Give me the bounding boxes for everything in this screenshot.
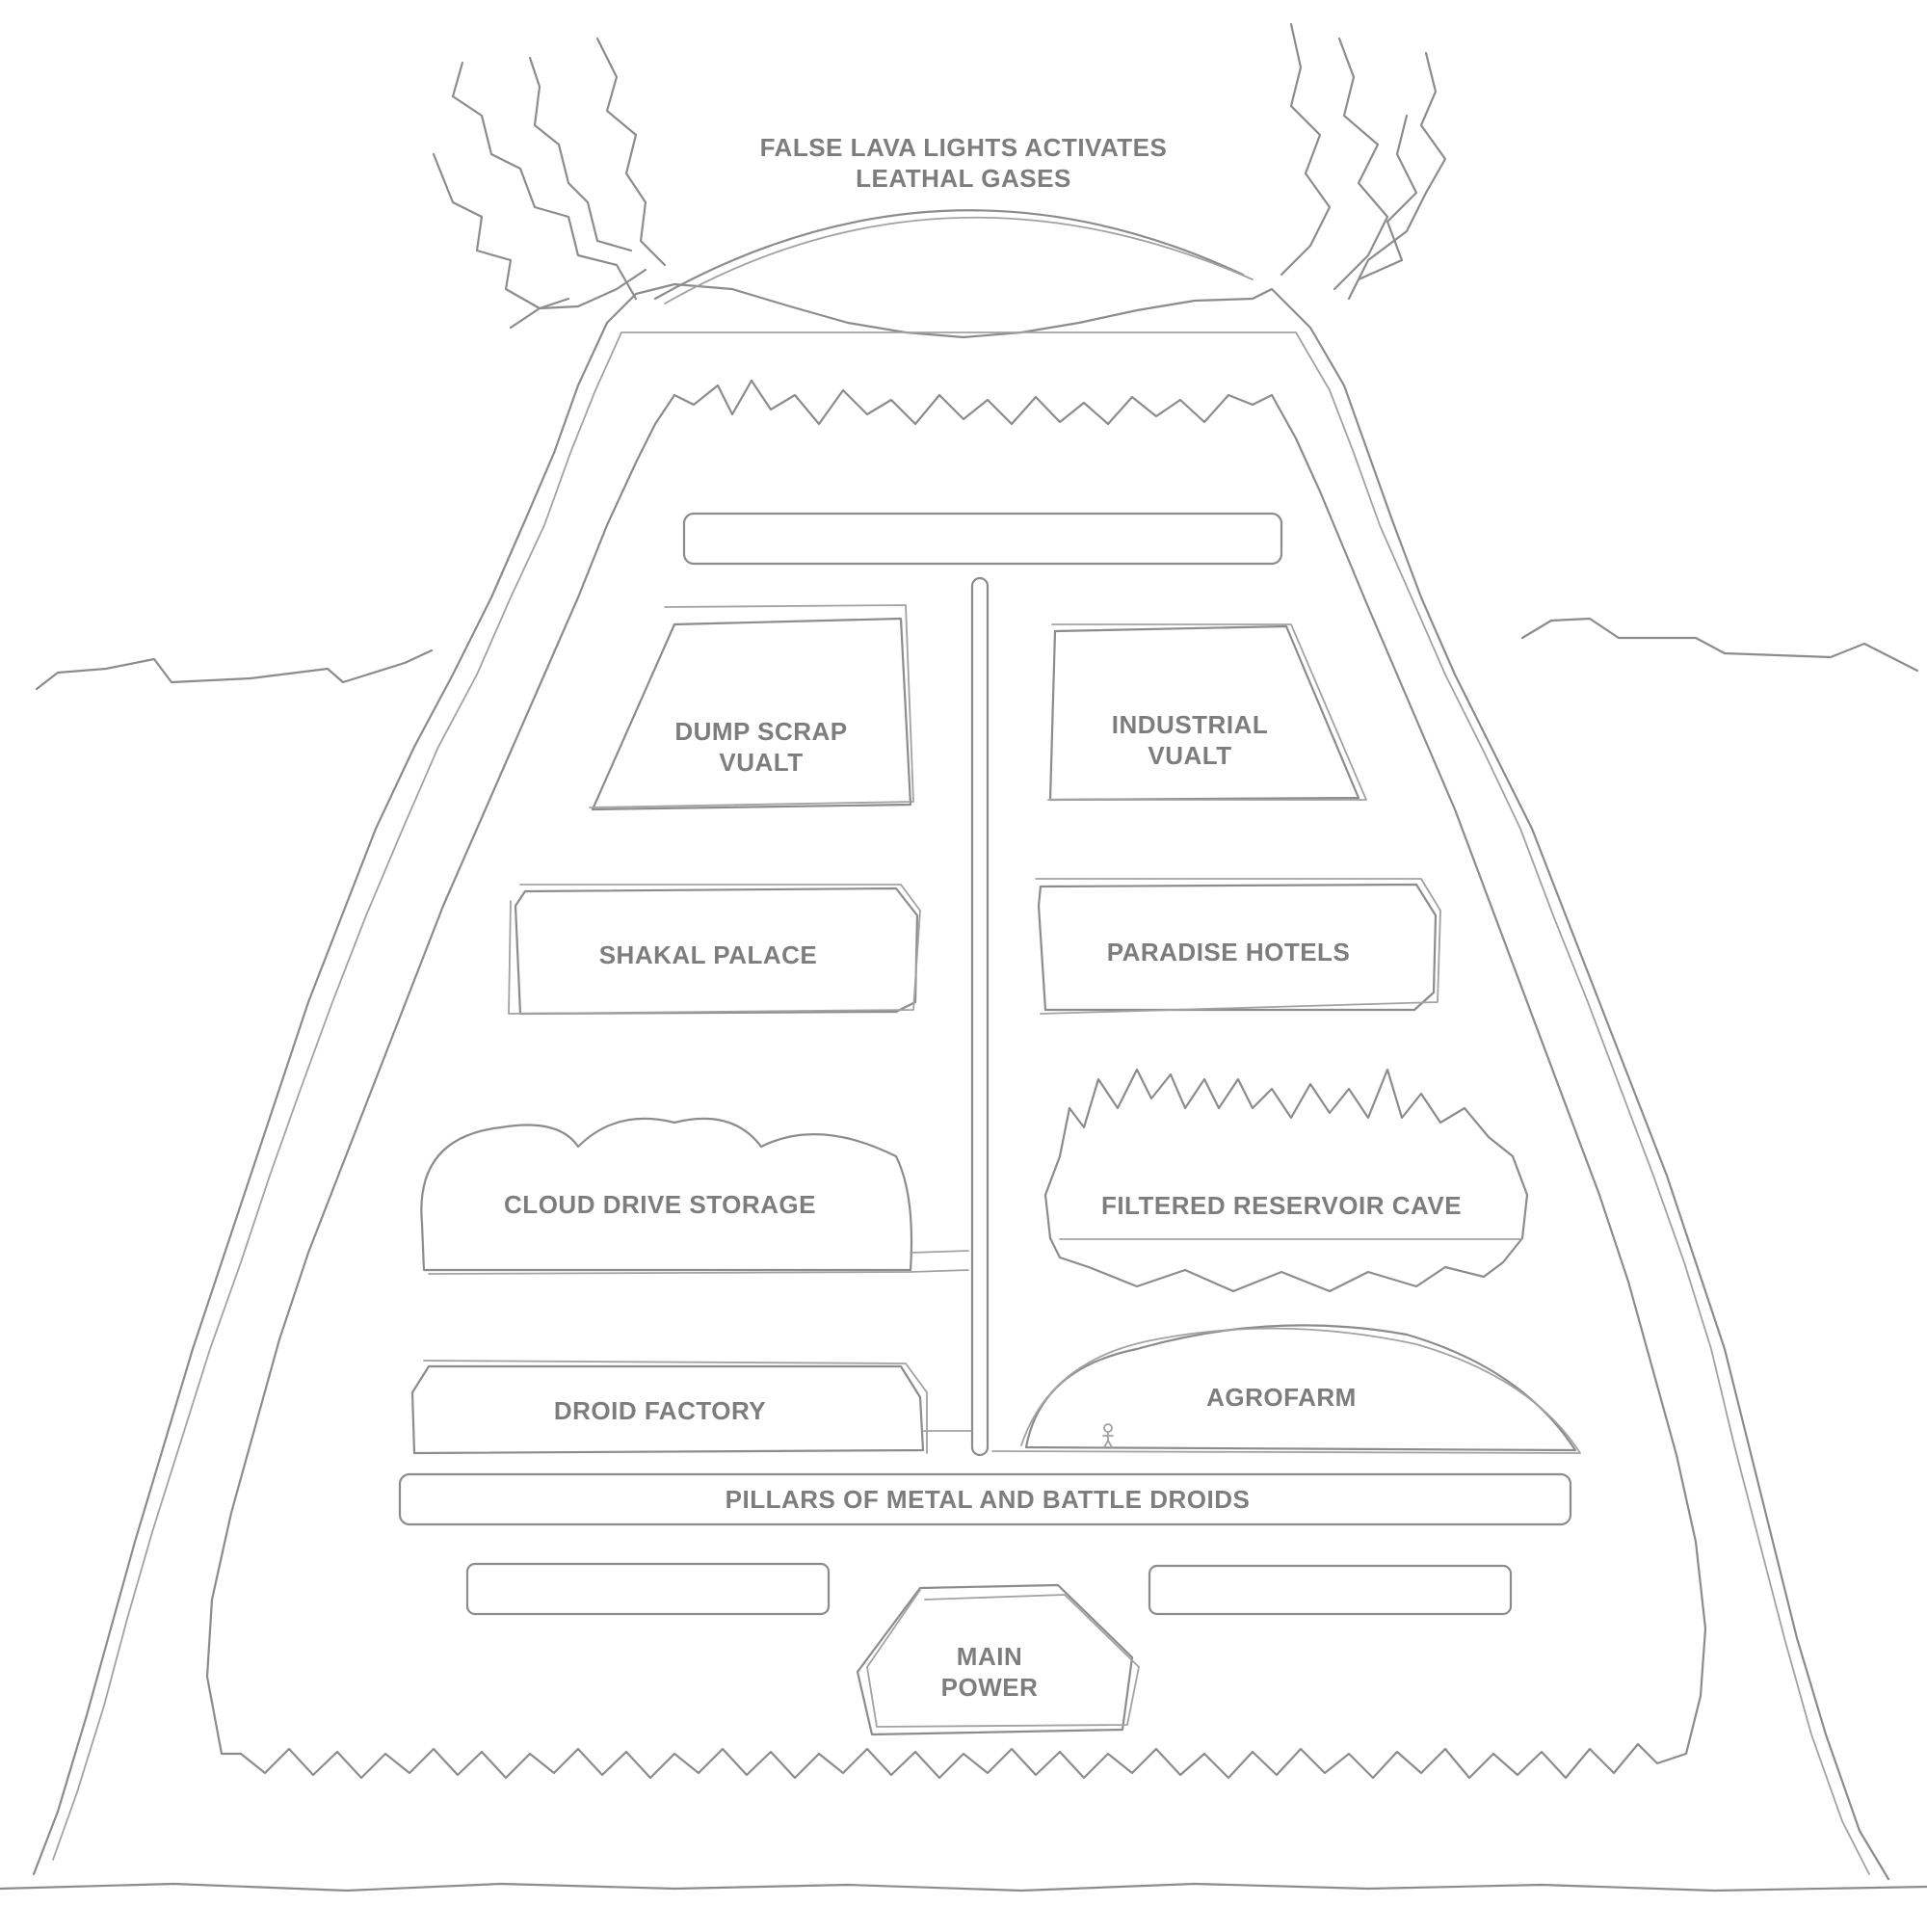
- lava-flow-right-2: [1333, 37, 1389, 291]
- top-warning-line-1: FALSE LAVA LIGHTS ACTIVATES: [759, 133, 1168, 162]
- industrial-vault-shape-2: [1047, 623, 1367, 801]
- crater-dome-arc: [653, 209, 1245, 301]
- pillars-label: PILLARS OF METAL AND BATTLE DROIDS: [725, 1485, 1251, 1514]
- droid-factory-shape: [410, 1364, 925, 1455]
- volcano-outer-outline: [32, 282, 1890, 1881]
- main-power-label: MAIN POWER: [893, 1641, 1086, 1703]
- lava-flow-left-3: [432, 152, 570, 310]
- dump-scrap-vault-line-1: DUMP SCRAP: [674, 717, 848, 746]
- top-bar-slot: [682, 512, 1283, 566]
- top-warning-label: FALSE LAVA LIGHTS ACTIVATES LEATHAL GASE…: [674, 132, 1253, 194]
- main-power-shape: [856, 1583, 1134, 1736]
- lava-flow-right-4: [1357, 114, 1418, 281]
- shakal-palace-label: SHAKAL PALACE: [598, 940, 818, 969]
- droid-factory-shape-2: [423, 1360, 972, 1454]
- lava-flow-right-1: [1280, 22, 1332, 277]
- cloud-drive-storage-shape-2: [428, 1250, 969, 1275]
- industrial-vault-line-2: VUALT: [1148, 741, 1232, 770]
- cloud-drive-storage-label: CLOUD DRIVE STORAGE: [504, 1190, 816, 1219]
- lava-flow-left-1: [451, 61, 638, 301]
- top-warning-line-2: LEATHAL GASES: [856, 164, 1071, 193]
- filtered-reservoir-cave-shape: [1043, 1068, 1529, 1293]
- industrial-vault-label: INDUSTRIAL VUALT: [1045, 709, 1334, 771]
- central-elevator-shaft: [970, 576, 990, 1457]
- paradise-hotels-shape: [1037, 883, 1438, 1012]
- surface-line-right: [1520, 617, 1919, 673]
- agrofarm-label: AGROFARM: [1206, 1383, 1357, 1412]
- lava-flow-right-3: [1347, 51, 1447, 301]
- dump-scrap-vault-line-2: VUALT: [719, 748, 804, 777]
- dump-scrap-vault-shape: [591, 617, 912, 811]
- industrial-vault-line-1: INDUSTRIAL: [1111, 710, 1269, 739]
- main-power-line-2: POWER: [940, 1673, 1039, 1702]
- cloud-drive-storage-shape: [420, 1117, 913, 1272]
- main-power-line-1: MAIN: [956, 1642, 1023, 1671]
- cavern-inner-outline: [205, 379, 1707, 1780]
- dump-scrap-vault-label: DUMP SCRAP VUALT: [617, 716, 906, 778]
- agrofarm-shape-2: [991, 1327, 1581, 1454]
- dump-scrap-vault-shape-2: [589, 604, 914, 808]
- main-power-shape-2: [866, 1589, 1140, 1728]
- paradise-hotels-label: PARADISE HOTELS: [1106, 938, 1351, 966]
- shakal-palace-shape-2: [508, 884, 921, 1015]
- volcano-outer-outline-2: [52, 331, 1870, 1875]
- tiny-figure-icon: [1102, 1423, 1114, 1448]
- paradise-hotels-shape-2: [1035, 878, 1441, 1015]
- pillars-bar: [398, 1472, 1572, 1526]
- lava-flow-left-2: [528, 56, 633, 252]
- shakal-palace-shape: [514, 887, 919, 1016]
- ground-line: [0, 1882, 1927, 1892]
- surface-line-left: [35, 648, 434, 691]
- lava-flow-left-4: [595, 37, 667, 267]
- droid-factory-label: DROID FACTORY: [553, 1396, 767, 1425]
- lava-flow-left-5: [509, 268, 647, 330]
- industrial-vault-shape: [1048, 624, 1360, 802]
- crater-dome-arc-2: [664, 216, 1254, 304]
- filtered-reservoir-cave-label: FILTERED RESERVOIR CAVE: [1100, 1191, 1463, 1220]
- lower-left-bar: [465, 1562, 831, 1616]
- lower-right-bar: [1148, 1564, 1513, 1616]
